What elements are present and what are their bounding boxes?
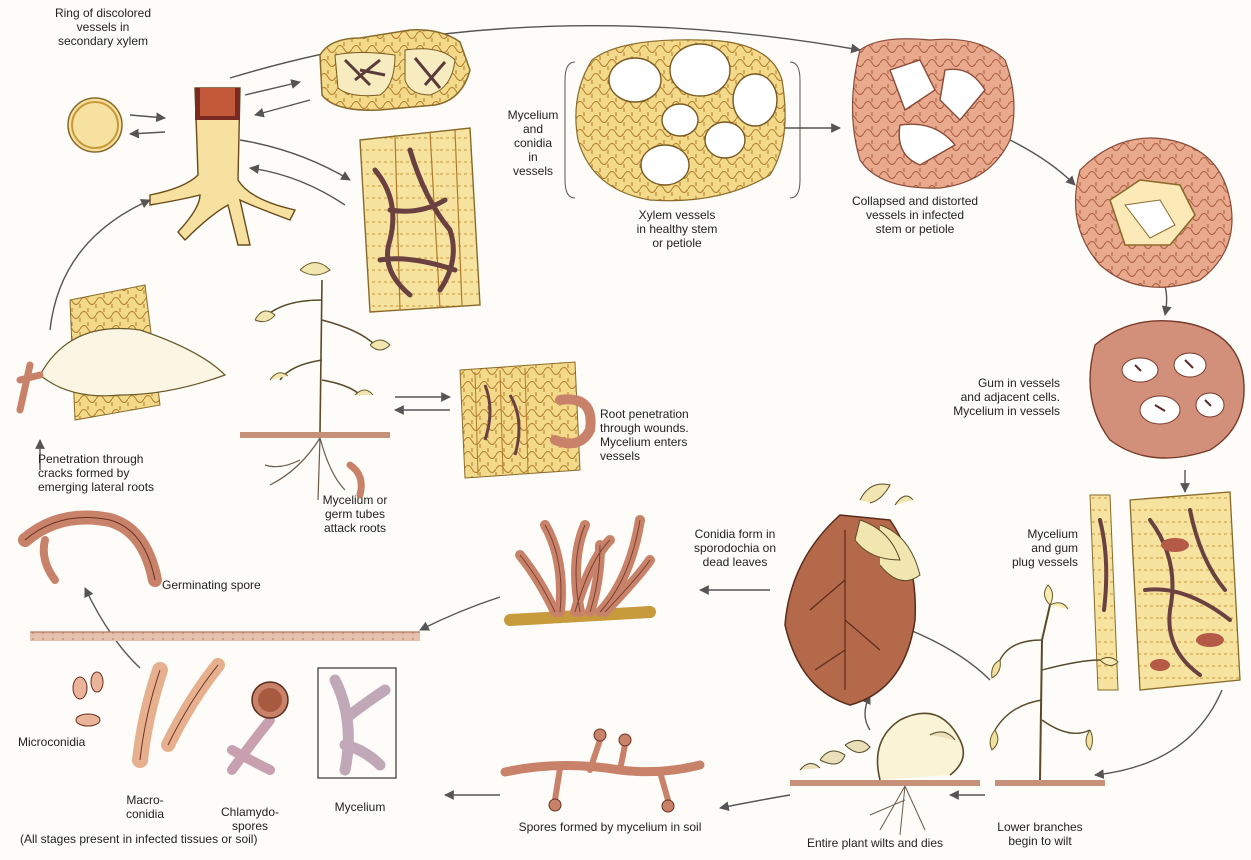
label-root-penetration: Root penetration through wounds. Myceliu… <box>600 407 740 463</box>
soil-mycelium <box>505 729 700 812</box>
ring-section <box>68 98 122 152</box>
label-macroconidia: Macro- conidia <box>110 793 180 821</box>
arrow-stem-to-vessels <box>245 82 300 95</box>
infected-section-upper <box>1076 138 1233 287</box>
young-plant <box>240 263 390 501</box>
label-spores-formed: Spores formed by mycelium in soil <box>480 820 740 834</box>
mycelium-box <box>318 668 396 778</box>
macroconidium-2 <box>168 665 218 745</box>
label-mycelium-gum: Mycelium and gum plug vessels <box>1000 527 1078 569</box>
gum-section <box>1090 321 1244 458</box>
microconidium-2 <box>91 672 103 692</box>
arrow-long-to-stem <box>250 168 345 205</box>
label-conidia-form: Conidia form in sporodochia on dead leav… <box>665 527 805 569</box>
arrow-stages-to-germinating <box>85 588 140 668</box>
label-all-stages: (All stages present in infected tissues … <box>20 832 400 846</box>
label-collapsed: Collapsed and distorted vessels in infec… <box>820 194 1010 236</box>
collapsed-vessels <box>853 39 1015 188</box>
label-gum: Gum in vessels and adjacent cells. Mycel… <box>910 376 1060 418</box>
label-chlamydospores: Chlamydo- spores <box>205 805 295 833</box>
label-ring: Ring of discolored vessels in secondary … <box>28 6 178 48</box>
arrow-collapsed-to-section <box>1010 140 1075 185</box>
arrow-dies-to-leaf <box>865 695 870 730</box>
arrow-dies-to-soilspores <box>720 795 790 808</box>
label-germinating-spore: Germinating spore <box>162 578 302 592</box>
label-entire-plant: Entire plant wilts and dies <box>775 836 975 850</box>
arrow-wilt-to-leaf <box>905 628 990 680</box>
dead-leaf <box>785 484 920 705</box>
spore-stages <box>73 665 396 778</box>
arrow-stem-to-long <box>240 140 350 180</box>
healthy-xylem <box>565 40 800 201</box>
stem-cross-section <box>68 88 295 245</box>
vessel-mycelium-block <box>320 30 470 110</box>
label-xylem-healthy: Xylem vessels in healthy stem or petiole <box>612 208 742 250</box>
arrow-sporodochia-to-soil <box>420 597 500 630</box>
arrow-plug-to-wilt <box>1095 690 1222 775</box>
crack-penetration <box>20 285 225 420</box>
chlamydospore-hypha <box>232 720 270 770</box>
macroconidium-1 <box>140 670 160 760</box>
sporodochia <box>510 520 650 620</box>
label-penetration-cracks: Penetration through cracks formed by eme… <box>38 452 218 494</box>
soil-surface <box>30 632 420 641</box>
microconidium-1 <box>73 677 87 699</box>
arrow-vessels-to-stem <box>255 100 310 115</box>
label-mycelium-germ: Mycelium or germ tubes attack roots <box>295 493 415 535</box>
long-vessels-mycelium <box>360 128 480 312</box>
label-mycelium-conidia: Mycelium and conidia in vessels <box>498 108 568 178</box>
label-lower-branches: Lower branches begin to wilt <box>975 820 1105 848</box>
germinating-spore-drawing <box>25 518 155 581</box>
arrow-ring-b <box>130 132 165 134</box>
label-mycelium: Mycelium <box>315 800 405 814</box>
root-penetration-cells <box>460 362 591 478</box>
microconidium-3 <box>76 714 100 726</box>
label-microconidia: Microconidia <box>18 735 128 749</box>
arrow-ring-a <box>130 115 165 118</box>
dying-plant <box>790 713 980 835</box>
